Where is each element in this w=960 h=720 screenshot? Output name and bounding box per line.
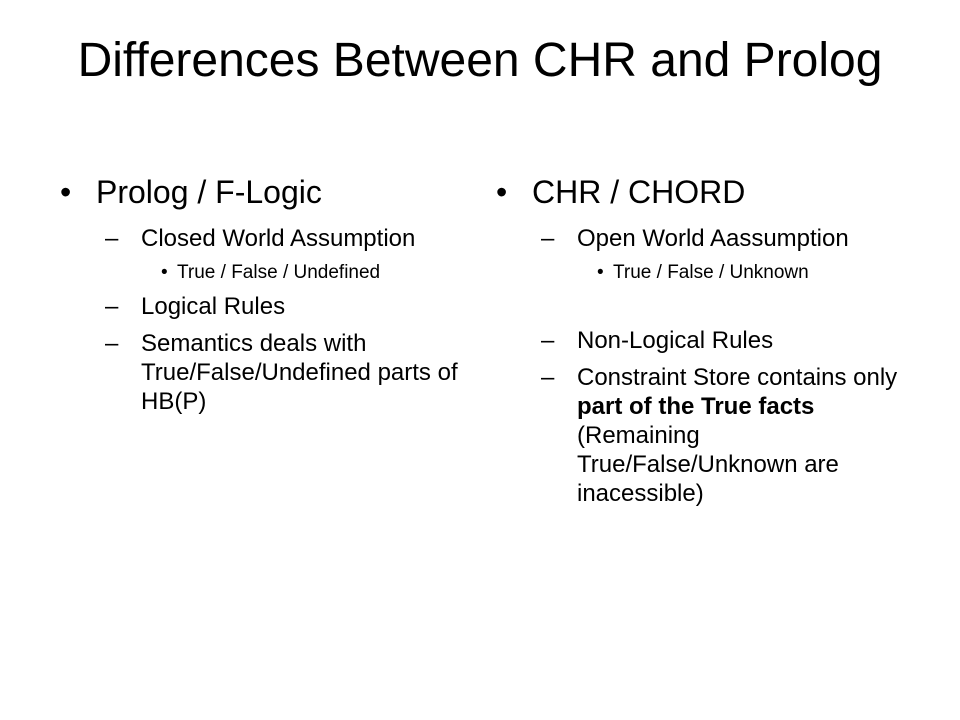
left-item-logical-rules: – Logical Rules — [60, 292, 460, 321]
dash-icon: – — [541, 225, 555, 252]
right-column: • CHR / CHORD – Open World Aassumption •… — [496, 172, 916, 516]
right-item-open-world: – Open World Aassumption — [496, 224, 916, 253]
bullet-icon: • — [60, 174, 72, 210]
dash-icon: – — [541, 364, 555, 391]
left-item-text: Semantics deals with True/False/Undefine… — [141, 330, 458, 415]
left-subitem-true-false-undefined: • True / False / Undefined — [60, 261, 460, 284]
dash-icon: – — [105, 293, 119, 320]
right-item-text: Constraint Store contains only part of t… — [577, 364, 897, 507]
left-item-text: Logical Rules — [141, 293, 286, 320]
constraint-store-text-pre: Constraint Store contains only — [577, 364, 898, 391]
dash-icon: – — [105, 330, 119, 357]
spacer — [496, 292, 916, 326]
left-column: • Prolog / F-Logic – Closed World Assump… — [60, 172, 460, 424]
left-heading: Prolog / F-Logic — [96, 174, 322, 210]
left-item-semantics: – Semantics deals with True/False/Undefi… — [60, 329, 460, 416]
constraint-store-text-bold: part of the True facts — [577, 393, 815, 420]
right-subitem-true-false-unknown: • True / False / Unknown — [496, 261, 916, 284]
right-heading-bullet: • CHR / CHORD — [496, 172, 916, 212]
dash-icon: – — [541, 327, 555, 354]
left-item-closed-world: – Closed World Assumption — [60, 224, 460, 253]
bullet-icon: • — [496, 174, 508, 210]
bullet-icon: • — [161, 262, 168, 283]
left-item-text: Closed World Assumption — [141, 225, 416, 252]
right-item-non-logical-rules: – Non-Logical Rules — [496, 326, 916, 355]
right-item-text: Open World Aassumption — [577, 225, 849, 252]
slide-title: Differences Between CHR and Prolog — [77, 34, 883, 87]
left-heading-bullet: • Prolog / F-Logic — [60, 172, 460, 212]
right-item-text: Non-Logical Rules — [577, 327, 774, 354]
right-heading: CHR / CHORD — [532, 174, 746, 210]
bullet-icon: • — [597, 262, 604, 283]
constraint-store-text-post: (Remaining True/False/Unknown are inaces… — [577, 422, 839, 507]
dash-icon: – — [105, 225, 119, 252]
right-subitem-text: True / False / Unknown — [613, 262, 809, 283]
left-subitem-text: True / False / Undefined — [177, 262, 381, 283]
right-item-constraint-store: – Constraint Store contains only part of… — [496, 363, 916, 508]
